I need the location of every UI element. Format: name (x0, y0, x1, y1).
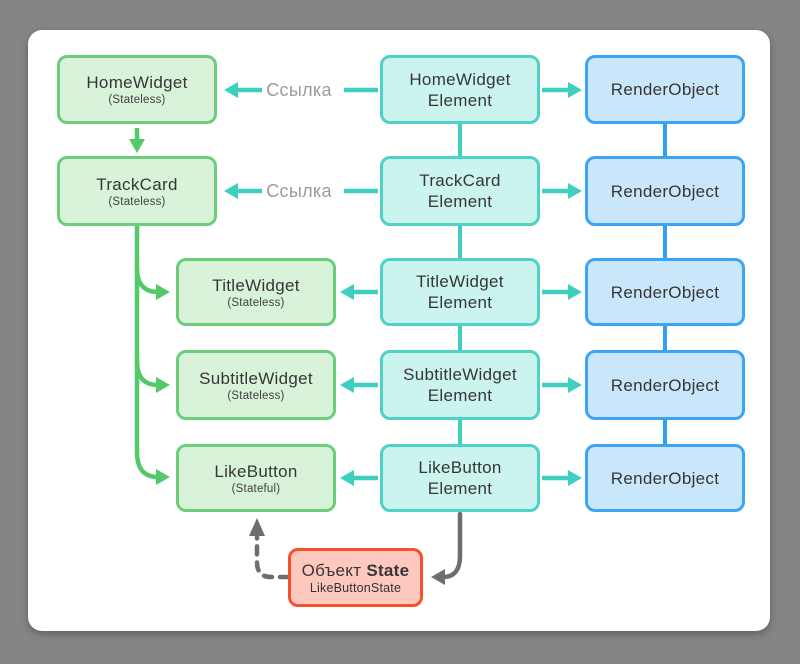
arrow-state-to-widget-head (249, 518, 265, 536)
arrow-element-to-state (431, 511, 463, 585)
render-box-2: RenderObject (585, 156, 745, 226)
render-label: RenderObject (610, 375, 720, 395)
element-title-line1: TrackCard (419, 171, 501, 190)
widget-kind: (Stateless) (108, 94, 166, 106)
render-label: RenderObject (610, 181, 720, 201)
render-box-4: RenderObject (585, 350, 745, 420)
widget-title: SubtitleWidget (199, 368, 313, 388)
arrow-trackcard-to-titlewidget (134, 267, 170, 300)
widget-kind: (Stateful) (231, 482, 281, 495)
render-box-1: RenderObject (585, 55, 745, 124)
widget-title: LikeButton (214, 461, 298, 481)
arrow-trackcard-to-likebutton (134, 226, 170, 485)
widget-kind: (Stateless) (227, 296, 285, 309)
arrow-state-to-widget (254, 534, 291, 580)
element-title-line2: Element (427, 479, 493, 498)
element-box-homewidget: HomeWidget Element (380, 55, 540, 124)
diagram-panel (28, 30, 770, 631)
state-object-subtitle: LikeButtonState (309, 581, 402, 595)
element-title-line2: Element (427, 386, 493, 405)
element-title-line2: Element (427, 192, 493, 211)
element-box-subtitlewidget: SubtitleWidget Element (380, 350, 540, 420)
widget-title: HomeWidget (86, 73, 188, 92)
widget-box-homewidget: HomeWidget (Stateless) (57, 55, 217, 124)
element-title-line1: HomeWidget (409, 69, 511, 89)
state-object-box: Объект State LikeButtonState (288, 548, 423, 607)
element-box-trackcard: TrackCard Element (380, 156, 540, 226)
element-box-likebutton: LikeButton Element (380, 444, 540, 512)
state-title-bold: State (366, 561, 410, 580)
render-box-5: RenderObject (585, 444, 745, 512)
widget-title: TrackCard (96, 174, 178, 194)
element-title-line2: Element (427, 90, 493, 110)
element-title-line1: LikeButton (418, 458, 502, 477)
render-label: RenderObject (610, 282, 720, 302)
reference-label-row1: Ссылка (266, 80, 332, 100)
widget-title: TitleWidget (212, 275, 300, 295)
render-label: RenderObject (610, 80, 720, 99)
element-title-line1: TitleWidget (416, 272, 504, 291)
state-object-title: Объект State (302, 560, 410, 581)
widget-kind: (Stateless) (108, 195, 166, 208)
element-box-titlewidget: TitleWidget Element (380, 258, 540, 326)
widget-box-likebutton: LikeButton (Stateful) (176, 444, 336, 512)
render-label: RenderObject (610, 468, 720, 488)
widget-box-trackcard: TrackCard (Stateless) (57, 156, 217, 226)
arrow-trackcard-to-subtitlewidget (134, 360, 170, 393)
element-title-line1: SubtitleWidget (403, 365, 517, 384)
render-box-3: RenderObject (585, 258, 745, 326)
widget-box-subtitlewidget: SubtitleWidget (Stateless) (176, 350, 336, 420)
widget-box-titlewidget: TitleWidget (Stateless) (176, 258, 336, 326)
reference-label-row2: Ссылка (266, 181, 332, 201)
widget-kind: (Stateless) (227, 389, 285, 402)
element-title-line2: Element (427, 293, 493, 312)
state-title-regular: Объект (301, 561, 362, 580)
